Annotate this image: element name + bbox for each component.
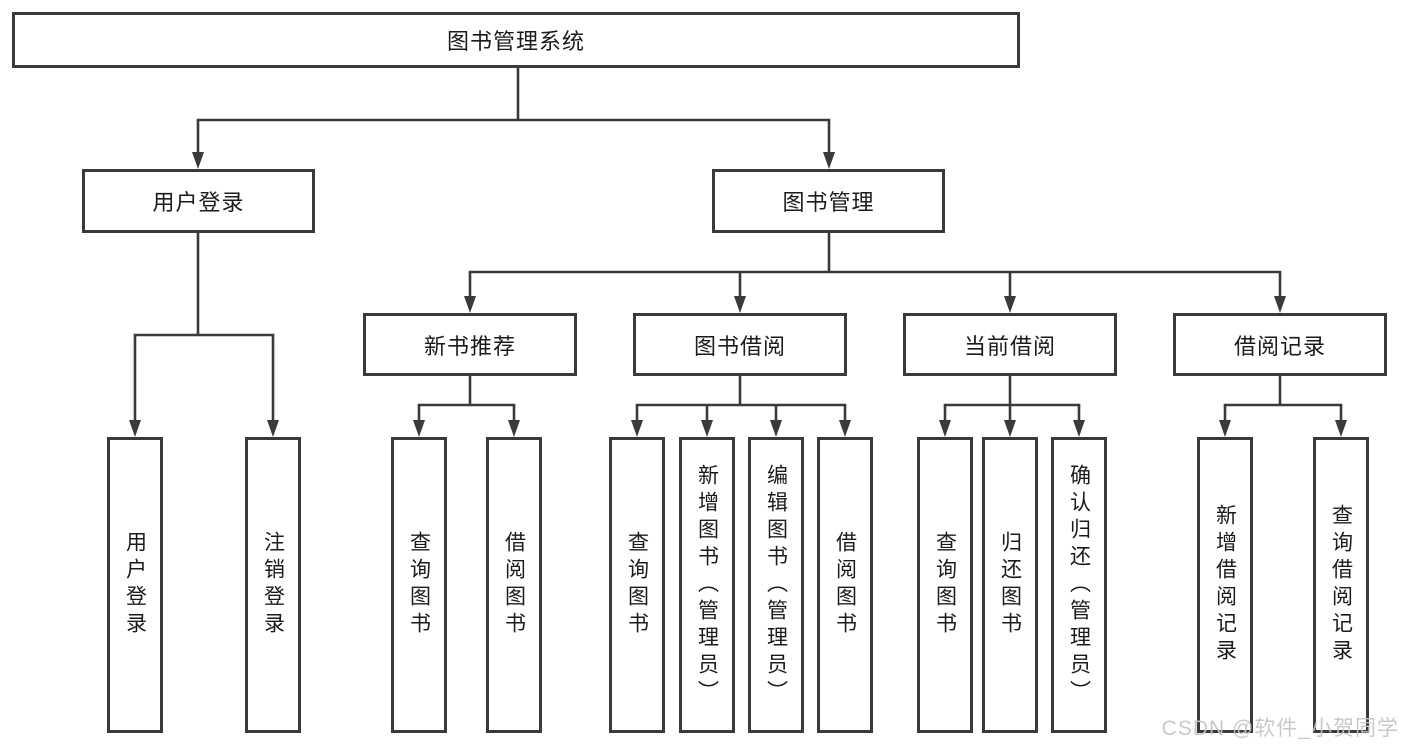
node-borrow-record: 借阅记录 [1173,313,1387,376]
leaf-user-login: 用户登录 [107,437,163,733]
csdn-watermark: CSDN @软件_小贺同学 [1161,717,1399,740]
leaf-rec-query-books: 查询图书 [391,437,447,733]
leaf-record-query-label: 查询借阅记录 [1329,504,1353,666]
node-new-book-rec-label: 新书推荐 [423,333,516,359]
node-book-mgmt: 图书管理 [712,169,945,233]
leaf-cb-confirm-return: 确认归还（管理员） [1051,437,1107,733]
leaf-user-login-label: 用户登录 [123,531,147,639]
node-book-borrow: 图书借阅 [633,313,847,376]
node-book-mgmt-label: 图书管理 [782,190,875,215]
leaf-cb-return-books: 归还图书 [982,437,1038,733]
node-user-login: 用户登录 [82,169,315,233]
leaf-bb-edit-books: 编辑图书（管理员） [748,437,804,733]
leaf-bb-borrow-books: 借阅图书 [817,437,873,733]
leaf-rec-borrow-books: 借阅图书 [486,437,542,733]
leaf-bb-add-books-label: 新增图书（管理员） [695,463,719,707]
node-borrow-record-label: 借阅记录 [1233,333,1326,359]
node-current-borrow-label: 当前借阅 [963,333,1056,359]
leaf-cb-query-books-label: 查询图书 [933,531,957,639]
node-root-label: 图书管理系统 [446,29,585,54]
leaf-bb-borrow-books-label: 借阅图书 [833,531,857,639]
leaf-bb-query-books-label: 查询图书 [625,531,649,639]
leaf-logout: 注销登录 [245,437,301,733]
node-root: 图书管理系统 [12,12,1020,68]
leaf-record-add-label: 新增借阅记录 [1213,504,1237,666]
node-current-borrow: 当前借阅 [903,313,1117,376]
leaf-record-add: 新增借阅记录 [1197,437,1253,733]
node-new-book-rec: 新书推荐 [363,313,577,376]
leaf-cb-query-books: 查询图书 [917,437,973,733]
leaf-bb-add-books: 新增图书（管理员） [679,437,735,733]
leaf-bb-edit-books-label: 编辑图书（管理员） [764,463,788,707]
node-user-login-label: 用户登录 [152,190,245,215]
leaf-cb-return-books-label: 归还图书 [998,531,1022,639]
leaf-rec-query-books-label: 查询图书 [407,531,431,639]
leaf-rec-borrow-books-label: 借阅图书 [502,531,526,639]
leaf-record-query: 查询借阅记录 [1313,437,1369,733]
leaf-logout-label: 注销登录 [261,531,285,639]
leaf-cb-confirm-return-label: 确认归还（管理员） [1067,463,1091,707]
leaf-bb-query-books: 查询图书 [609,437,665,733]
node-book-borrow-label: 图书借阅 [693,333,786,359]
